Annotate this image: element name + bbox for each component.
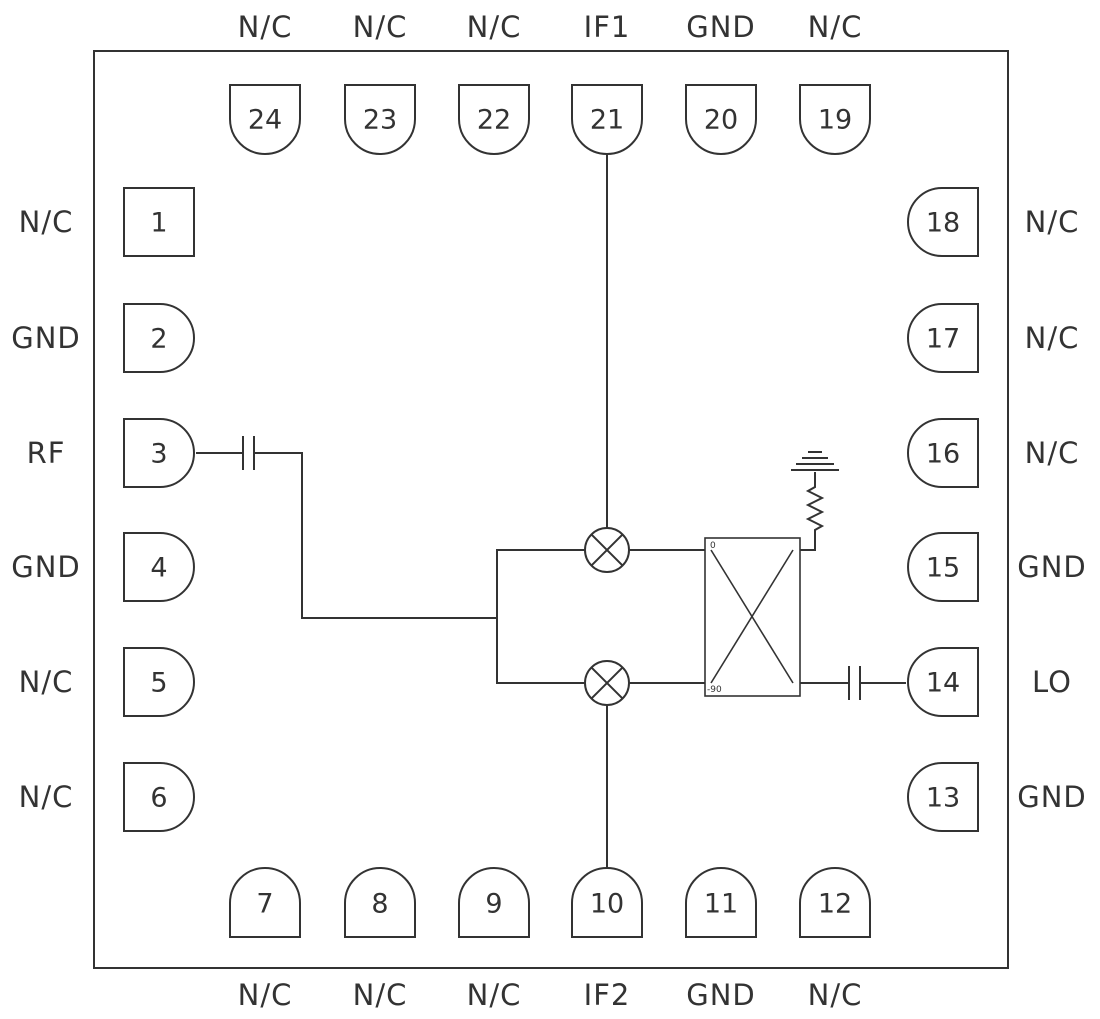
pad-12 xyxy=(799,867,871,938)
pad-13 xyxy=(907,762,979,832)
rf-splitter-wire xyxy=(496,549,585,684)
ground-icon xyxy=(791,451,839,471)
rf-wire-route xyxy=(255,452,497,619)
pin-number-7: 7 xyxy=(256,889,273,920)
pin-number-3: 3 xyxy=(150,439,167,470)
pad-11 xyxy=(685,867,757,938)
pin-number-2: 2 xyxy=(150,324,167,355)
pin-label-7: N/C xyxy=(238,978,293,1012)
pin-number-16: 16 xyxy=(926,439,960,470)
pin-number-5: 5 xyxy=(150,668,167,699)
mixer-bottom-icon xyxy=(584,660,630,706)
pin-label-22: N/C xyxy=(467,10,522,44)
pin-number-14: 14 xyxy=(926,668,960,699)
pin-label-18: N/C xyxy=(1025,205,1080,239)
pin-label-13: GND xyxy=(1017,780,1087,814)
pin-number-22: 22 xyxy=(477,105,511,136)
pad-8 xyxy=(344,867,416,938)
pin-label-17: N/C xyxy=(1025,321,1080,355)
pin-label-21: IF1 xyxy=(584,10,631,44)
lo-capacitor-icon xyxy=(848,666,861,700)
pad-3 xyxy=(123,418,195,488)
pin-number-21: 21 xyxy=(590,105,624,136)
pin-number-6: 6 xyxy=(150,783,167,814)
pad-7 xyxy=(229,867,301,938)
hybrid-port-0-label: 0 xyxy=(710,541,716,551)
pin-label-4: GND xyxy=(11,550,81,584)
rf-capacitor-icon xyxy=(242,436,255,470)
pin-label-3: RF xyxy=(27,436,66,470)
hybrid-port-minus90-label: -90 xyxy=(707,685,722,695)
resistor-icon xyxy=(805,472,825,535)
pin-number-19: 19 xyxy=(818,105,852,136)
pad-20 xyxy=(685,84,757,155)
pad-9 xyxy=(458,867,530,938)
pin-label-23: N/C xyxy=(353,10,408,44)
pin-label-1: N/C xyxy=(19,205,74,239)
pad-17 xyxy=(907,303,979,373)
pad-2 xyxy=(123,303,195,373)
pin-number-1: 1 xyxy=(150,208,167,239)
pin-number-13: 13 xyxy=(926,783,960,814)
pin-label-14: LO xyxy=(1032,665,1072,699)
pad-15 xyxy=(907,532,979,602)
termination-wire xyxy=(800,535,816,551)
pin-number-12: 12 xyxy=(818,889,852,920)
pad-23 xyxy=(344,84,416,155)
pad-19 xyxy=(799,84,871,155)
pad-10 xyxy=(571,867,643,938)
pin-label-11: GND xyxy=(686,978,756,1012)
pad-22 xyxy=(458,84,530,155)
pin-label-20: GND xyxy=(686,10,756,44)
pin-label-9: N/C xyxy=(467,978,522,1012)
pin-label-5: N/C xyxy=(19,665,74,699)
pin-label-10: IF2 xyxy=(584,978,631,1012)
pad-4 xyxy=(123,532,195,602)
pin-number-17: 17 xyxy=(926,324,960,355)
mixer-top-icon xyxy=(584,527,630,573)
pin-number-8: 8 xyxy=(371,889,388,920)
internal-circuit: 0 -90 xyxy=(196,154,906,867)
pin-number-4: 4 xyxy=(150,553,167,584)
pin-number-24: 24 xyxy=(248,105,282,136)
package-outline xyxy=(93,50,1009,969)
pin-label-8: N/C xyxy=(353,978,408,1012)
pin-label-2: GND xyxy=(11,321,81,355)
pin-label-24: N/C xyxy=(238,10,293,44)
pad-18 xyxy=(907,187,979,257)
pin-label-19: N/C xyxy=(808,10,863,44)
pin-number-18: 18 xyxy=(926,208,960,239)
pad-24 xyxy=(229,84,301,155)
pin-number-10: 10 xyxy=(590,889,624,920)
pin-number-15: 15 xyxy=(926,553,960,584)
pin-number-23: 23 xyxy=(363,105,397,136)
pin-label-6: N/C xyxy=(19,780,74,814)
pin-label-16: N/C xyxy=(1025,436,1080,470)
pad-14 xyxy=(907,647,979,717)
pad-5 xyxy=(123,647,195,717)
pin-number-11: 11 xyxy=(704,889,738,920)
quadrature-hybrid: 0 -90 xyxy=(704,537,801,697)
pin-number-20: 20 xyxy=(704,105,738,136)
pin-label-12: N/C xyxy=(808,978,863,1012)
pin-number-9: 9 xyxy=(485,889,502,920)
pad-21 xyxy=(571,84,643,155)
pad-16 xyxy=(907,418,979,488)
pad-6 xyxy=(123,762,195,832)
pads-group: 1N/C2GND3RF4GND5N/C6N/C7N/C8N/C9N/C10IF2… xyxy=(11,10,1087,1012)
pin-label-15: GND xyxy=(1017,550,1087,584)
pad-1 xyxy=(123,187,195,257)
